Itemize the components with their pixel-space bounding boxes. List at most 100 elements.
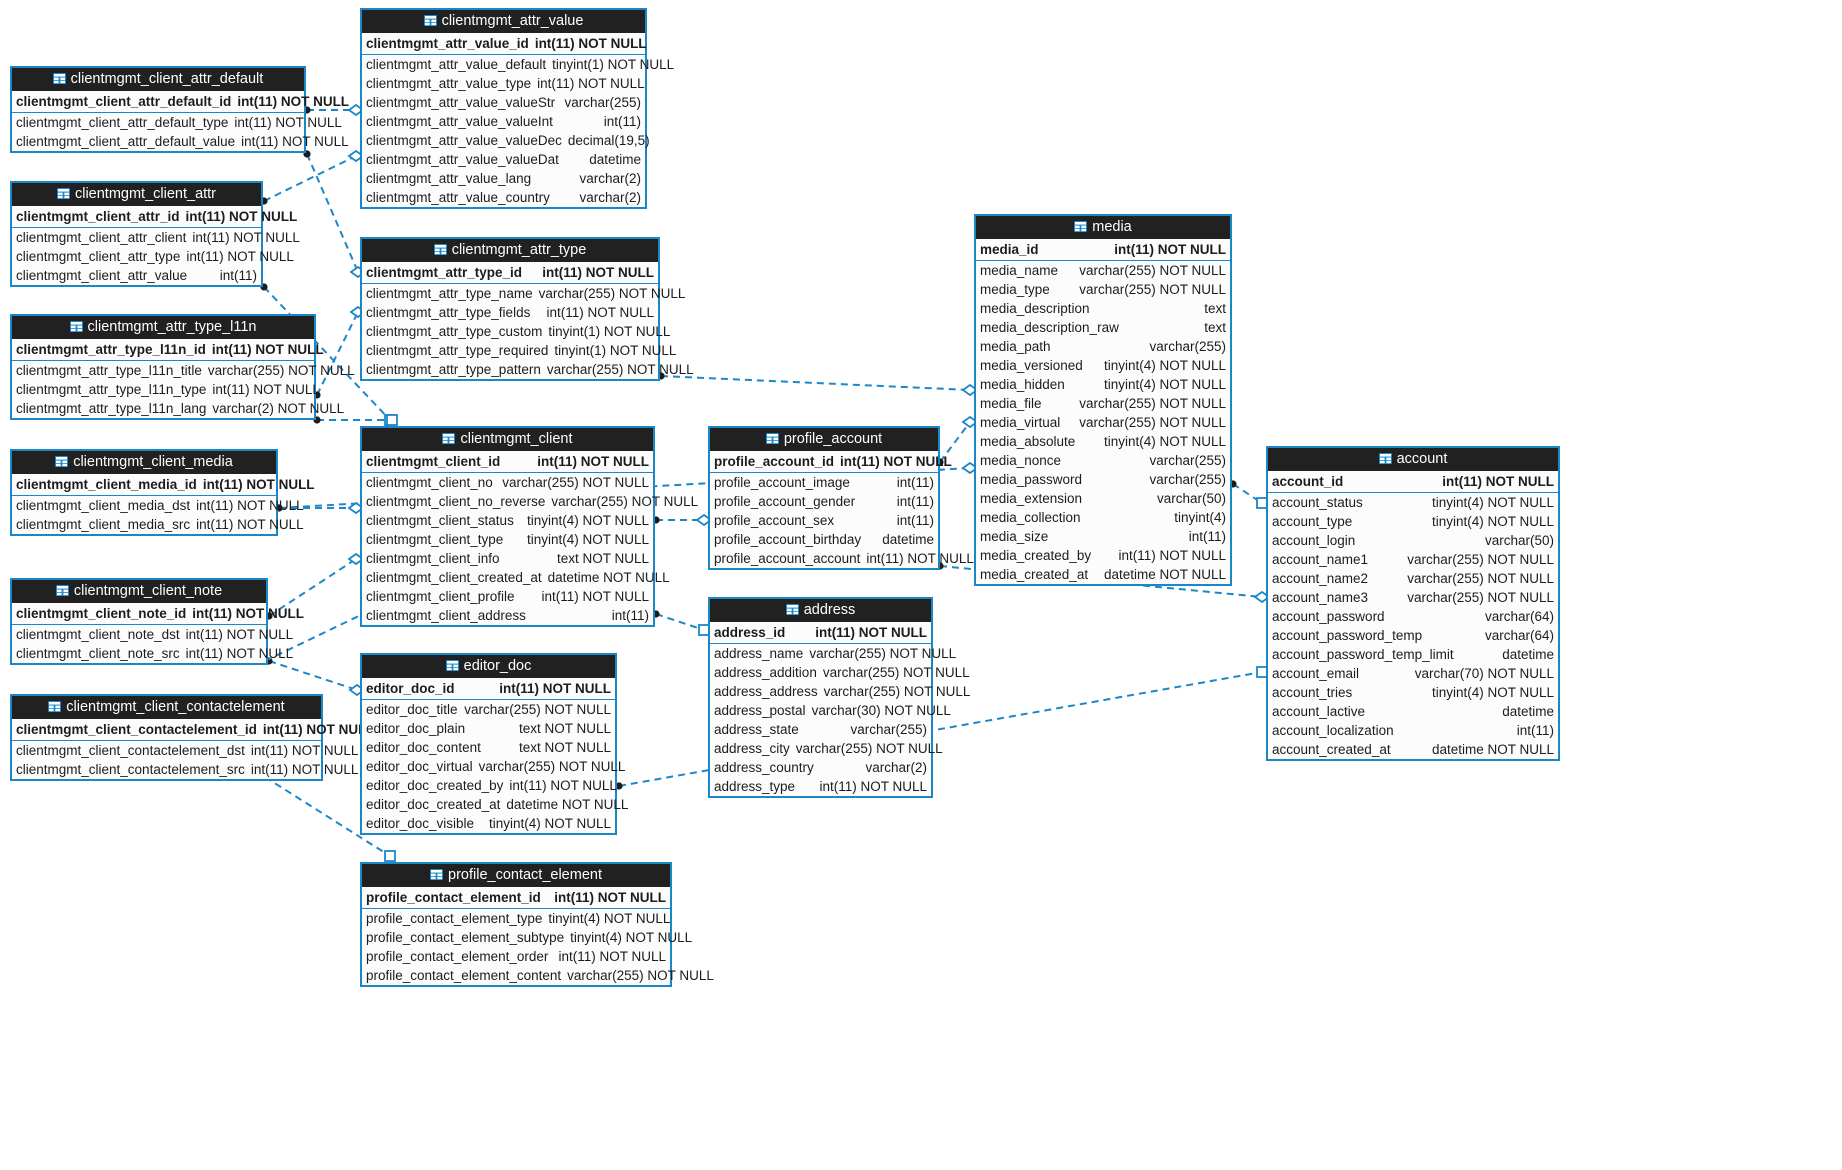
column-row[interactable]: media_description_rawtext xyxy=(976,318,1230,337)
column-row[interactable]: clientmgmt_client_created_atdatetime NOT… xyxy=(362,568,670,587)
column-row[interactable]: clientmgmt_client_novarchar(255) NOT NUL… xyxy=(362,473,653,492)
column-row[interactable]: media_filevarchar(255) NOT NULL xyxy=(976,394,1230,413)
primary-key-row[interactable]: clientmgmt_client_media_idint(11) NOT NU… xyxy=(12,475,315,494)
entity-table-clientmgmt_client[interactable]: clientmgmt_clientclientmgmt_client_idint… xyxy=(360,426,698,627)
column-row[interactable]: profile_contact_element_contentvarchar(2… xyxy=(362,966,714,985)
column-row[interactable]: clientmgmt_client_attr_default_typeint(1… xyxy=(12,113,342,132)
column-row[interactable]: address_addressvarchar(255) NOT NULL xyxy=(710,682,970,701)
column-row[interactable]: profile_account_sexint(11) xyxy=(710,511,938,530)
column-row[interactable]: clientmgmt_client_attr_default_valueint(… xyxy=(12,132,349,151)
column-row[interactable]: profile_contact_element_subtypetinyint(4… xyxy=(362,928,692,947)
column-row[interactable]: address_typeint(11) NOT NULL xyxy=(710,777,931,796)
column-row[interactable]: account_passwordvarchar(64) xyxy=(1268,607,1558,626)
column-row[interactable]: editor_doc_virtualvarchar(255) NOT NULL xyxy=(362,757,625,776)
column-row[interactable]: media_namevarchar(255) NOT NULL xyxy=(976,261,1230,280)
column-row[interactable]: clientmgmt_client_media_dstint(11) NOT N… xyxy=(12,496,304,515)
column-row[interactable]: account_typetinyint(4) NOT NULL xyxy=(1268,512,1558,531)
column-row[interactable]: clientmgmt_attr_value_valueIntint(11) xyxy=(362,112,645,131)
column-row[interactable]: clientmgmt_client_addressint(11) xyxy=(362,606,653,625)
entity-table-profile_contact_element[interactable]: profile_contact_elementprofile_contact_e… xyxy=(360,862,714,987)
column-row[interactable]: media_pathvarchar(255) xyxy=(976,337,1230,356)
entity-table-clientmgmt_client_attr_default[interactable]: clientmgmt_client_attr_defaultclientmgmt… xyxy=(10,66,349,153)
column-row[interactable]: editor_doc_created_atdatetime NOT NULL xyxy=(362,795,628,814)
entity-table-media[interactable]: mediamedia_idint(11) NOT NULLmedia_namev… xyxy=(974,214,1232,586)
primary-key-row[interactable]: clientmgmt_client_attr_idint(11) NOT NUL… xyxy=(12,207,297,226)
column-row[interactable]: clientmgmt_client_attr_valueint(11) xyxy=(12,266,261,285)
primary-key-row[interactable]: media_idint(11) NOT NULL xyxy=(976,240,1230,259)
column-row[interactable]: clientmgmt_attr_type_fieldsint(11) NOT N… xyxy=(362,303,658,322)
column-row[interactable]: editor_doc_visibletinyint(4) NOT NULL xyxy=(362,814,615,833)
primary-key-row[interactable]: address_idint(11) NOT NULL xyxy=(710,623,931,642)
entity-table-address[interactable]: addressaddress_idint(11) NOT NULLaddress… xyxy=(708,597,970,798)
entity-table-clientmgmt_client_attr[interactable]: clientmgmt_client_attrclientmgmt_client_… xyxy=(10,181,300,287)
column-row[interactable]: account_password_tempvarchar(64) xyxy=(1268,626,1558,645)
column-row[interactable]: clientmgmt_attr_type_l11n_typeint(11) NO… xyxy=(12,380,320,399)
column-row[interactable]: account_emailvarchar(70) NOT NULL xyxy=(1268,664,1558,683)
column-row[interactable]: clientmgmt_client_contactelement_dstint(… xyxy=(12,741,358,760)
column-row[interactable]: editor_doc_plaintext NOT NULL xyxy=(362,719,615,738)
column-row[interactable]: profile_contact_element_orderint(11) NOT… xyxy=(362,947,670,966)
entity-table-clientmgmt_attr_value[interactable]: clientmgmt_attr_valueclientmgmt_attr_val… xyxy=(360,8,674,209)
column-row[interactable]: clientmgmt_client_attr_typeint(11) NOT N… xyxy=(12,247,294,266)
column-row[interactable]: account_localizationint(11) xyxy=(1268,721,1558,740)
column-row[interactable]: media_versionedtinyint(4) NOT NULL xyxy=(976,356,1230,375)
primary-key-row[interactable]: profile_account_idint(11) NOT NULL xyxy=(710,452,952,471)
entity-table-editor_doc[interactable]: editor_doceditor_doc_idint(11) NOT NULLe… xyxy=(360,653,628,835)
column-row[interactable]: editor_doc_contenttext NOT NULL xyxy=(362,738,615,757)
column-row[interactable]: clientmgmt_attr_type_customtinyint(1) NO… xyxy=(362,322,670,341)
column-row[interactable]: account_loginvarchar(50) xyxy=(1268,531,1558,550)
column-row[interactable]: clientmgmt_attr_type_requiredtinyint(1) … xyxy=(362,341,676,360)
column-row[interactable]: profile_account_genderint(11) xyxy=(710,492,938,511)
column-row[interactable]: media_created_byint(11) NOT NULL xyxy=(976,546,1230,565)
column-row[interactable]: account_created_atdatetime NOT NULL xyxy=(1268,740,1558,759)
column-row[interactable]: account_lactivedatetime xyxy=(1268,702,1558,721)
column-row[interactable]: media_collectiontinyint(4) xyxy=(976,508,1230,527)
column-row[interactable]: clientmgmt_client_note_dstint(11) NOT NU… xyxy=(12,625,293,644)
primary-key-row[interactable]: clientmgmt_client_contactelement_idint(1… xyxy=(12,720,375,739)
primary-key-row[interactable]: clientmgmt_attr_type_idint(11) NOT NULL xyxy=(362,263,658,282)
primary-key-row[interactable]: account_idint(11) NOT NULL xyxy=(1268,472,1558,491)
column-row[interactable]: clientmgmt_attr_value_valueStrvarchar(25… xyxy=(362,93,645,112)
column-row[interactable]: account_name1varchar(255) NOT NULL xyxy=(1268,550,1558,569)
entity-table-clientmgmt_client_note[interactable]: clientmgmt_client_noteclientmgmt_client_… xyxy=(10,578,304,665)
column-row[interactable]: clientmgmt_client_infotext NOT NULL xyxy=(362,549,653,568)
column-row[interactable]: media_absolutetinyint(4) NOT NULL xyxy=(976,432,1230,451)
column-row[interactable]: clientmgmt_client_media_srcint(11) NOT N… xyxy=(12,515,304,534)
column-row[interactable]: account_statustinyint(4) NOT NULL xyxy=(1268,493,1558,512)
primary-key-row[interactable]: clientmgmt_attr_value_idint(11) NOT NULL xyxy=(362,34,647,53)
column-row[interactable]: media_typevarchar(255) NOT NULL xyxy=(976,280,1230,299)
column-row[interactable]: address_cityvarchar(255) NOT NULL xyxy=(710,739,943,758)
column-row[interactable]: clientmgmt_attr_value_valueDatdatetime xyxy=(362,150,645,169)
column-row[interactable]: media_extensionvarchar(50) xyxy=(976,489,1230,508)
column-row[interactable]: media_virtualvarchar(255) NOT NULL xyxy=(976,413,1230,432)
entity-table-account[interactable]: accountaccount_idint(11) NOT NULLaccount… xyxy=(1266,446,1560,761)
column-row[interactable]: editor_doc_created_byint(11) NOT NULL xyxy=(362,776,617,795)
entity-table-clientmgmt_client_contactelement[interactable]: clientmgmt_client_contactelementclientmg… xyxy=(10,694,375,781)
primary-key-row[interactable]: clientmgmt_client_note_idint(11) NOT NUL… xyxy=(12,604,304,623)
column-row[interactable]: media_hiddentinyint(4) NOT NULL xyxy=(976,375,1230,394)
column-row[interactable]: address_namevarchar(255) NOT NULL xyxy=(710,644,956,663)
column-row[interactable]: clientmgmt_client_typetinyint(4) NOT NUL… xyxy=(362,530,653,549)
column-row[interactable]: account_name2varchar(255) NOT NULL xyxy=(1268,569,1558,588)
column-row[interactable]: clientmgmt_client_note_srcint(11) NOT NU… xyxy=(12,644,293,663)
column-row[interactable]: address_statevarchar(255) xyxy=(710,720,931,739)
entity-table-clientmgmt_client_media[interactable]: clientmgmt_client_mediaclientmgmt_client… xyxy=(10,449,315,536)
column-row[interactable]: clientmgmt_attr_type_namevarchar(255) NO… xyxy=(362,284,685,303)
column-row[interactable]: address_postalvarchar(30) NOT NULL xyxy=(710,701,951,720)
column-row[interactable]: clientmgmt_client_profileint(11) NOT NUL… xyxy=(362,587,653,606)
column-row[interactable]: clientmgmt_attr_type_l11n_titlevarchar(2… xyxy=(12,361,355,380)
column-row[interactable]: account_name3varchar(255) NOT NULL xyxy=(1268,588,1558,607)
column-row[interactable]: clientmgmt_attr_type_patternvarchar(255)… xyxy=(362,360,694,379)
column-row[interactable]: profile_account_accountint(11) NOT NULL xyxy=(710,549,974,568)
column-row[interactable]: clientmgmt_attr_value_defaulttinyint(1) … xyxy=(362,55,674,74)
column-row[interactable]: media_created_atdatetime NOT NULL xyxy=(976,565,1230,584)
primary-key-row[interactable]: profile_contact_element_idint(11) NOT NU… xyxy=(362,888,670,907)
column-row[interactable]: media_sizeint(11) xyxy=(976,527,1230,546)
column-row[interactable]: profile_contact_element_typetinyint(4) N… xyxy=(362,909,670,928)
column-row[interactable]: clientmgmt_client_statustinyint(4) NOT N… xyxy=(362,511,653,530)
column-row[interactable]: media_descriptiontext xyxy=(976,299,1230,318)
primary-key-row[interactable]: editor_doc_idint(11) NOT NULL xyxy=(362,679,615,698)
column-row[interactable]: clientmgmt_attr_value_typeint(11) NOT NU… xyxy=(362,74,645,93)
column-row[interactable]: profile_account_imageint(11) xyxy=(710,473,938,492)
entity-table-profile_account[interactable]: profile_accountprofile_account_idint(11)… xyxy=(708,426,974,570)
